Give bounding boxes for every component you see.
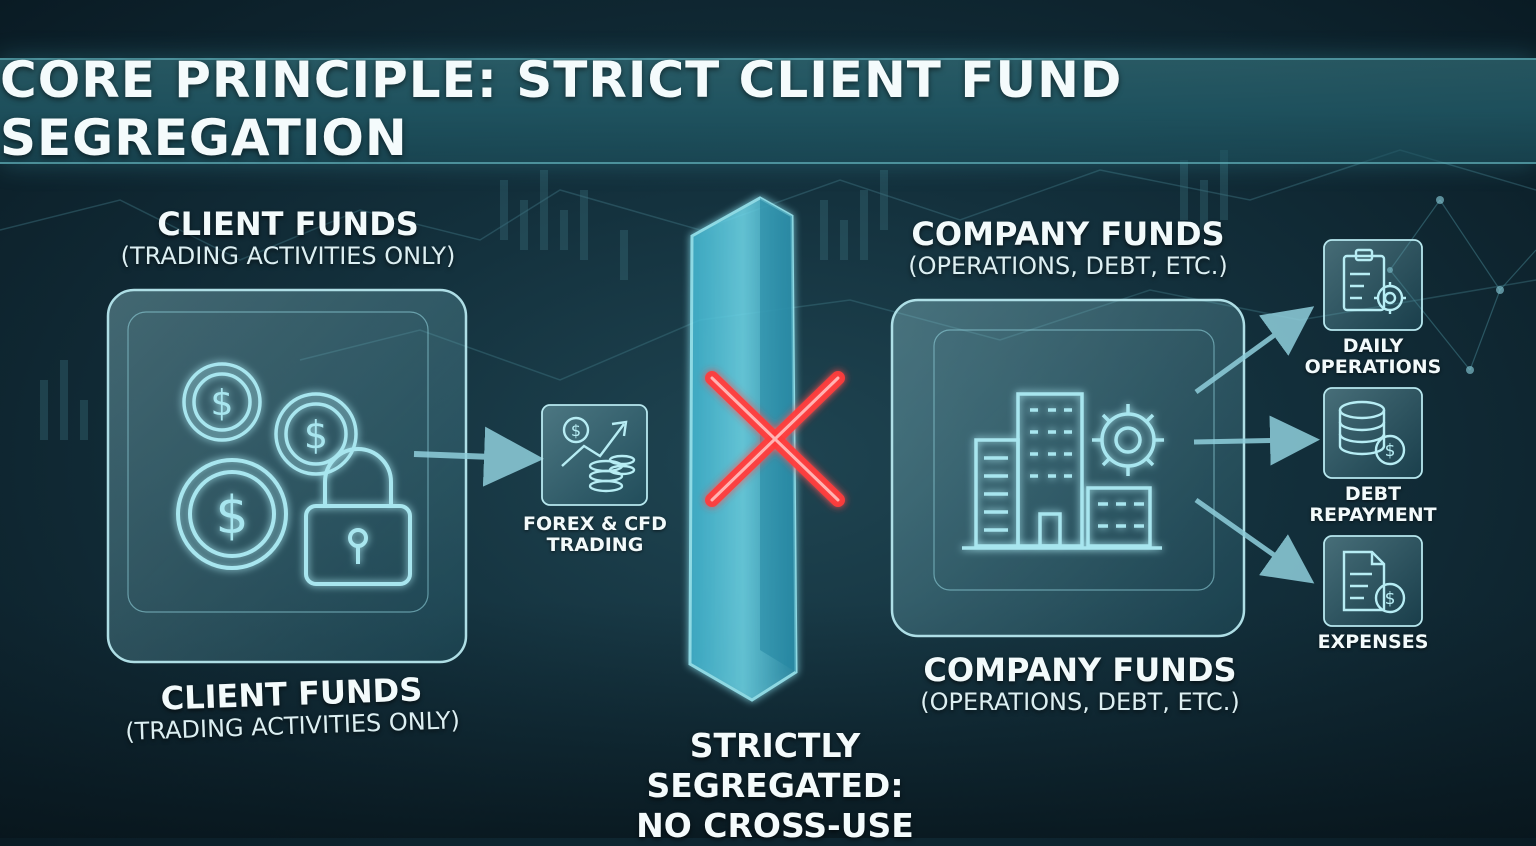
svg-text:$: $ bbox=[1385, 589, 1396, 609]
title-banner bbox=[0, 58, 1536, 164]
client-funds-box bbox=[106, 288, 468, 664]
coin-icon: $ bbox=[274, 392, 358, 476]
company-funds-bottom-title: COMPANY FUNDS bbox=[923, 651, 1237, 689]
svg-text:$: $ bbox=[215, 486, 248, 546]
page-title: CORE PRINCIPLE: STRICT CLIENT FUND SEGRE… bbox=[0, 51, 1123, 167]
trading-label-line1: FOREX & CFD bbox=[523, 513, 667, 535]
svg-text:$: $ bbox=[571, 421, 581, 440]
document-dollar-icon: $ bbox=[1342, 550, 1406, 614]
expenses-label-text: EXPENSES bbox=[1317, 631, 1429, 653]
svg-text:$: $ bbox=[211, 383, 234, 424]
segregation-note-line1: STRICTLY SEGREGATED: bbox=[646, 726, 904, 805]
forex-chart-icon: $ bbox=[561, 416, 636, 493]
client-funds-title: CLIENT FUNDS bbox=[157, 205, 419, 243]
debt-repayment-label-line1: DEBT bbox=[1344, 483, 1402, 505]
padlock-icon bbox=[304, 447, 412, 586]
no-cross-use-x-icon bbox=[705, 371, 845, 507]
trading-label: FOREX & CFD TRADING bbox=[520, 514, 670, 556]
coin-icon: $ bbox=[176, 458, 288, 570]
arrow-to-expenses bbox=[1194, 497, 1315, 584]
company-funds-heading: COMPANY FUNDS (OPERATIONS, DEBT, ETC.) bbox=[888, 216, 1248, 280]
arrow-to-daily-operations bbox=[1194, 306, 1315, 395]
expenses-icon-box bbox=[1323, 535, 1423, 627]
coin-icon: $ bbox=[182, 362, 262, 442]
clipboard-gear-icon bbox=[1342, 248, 1406, 314]
client-funds-subtitle: (TRADING ACTIVITIES ONLY) bbox=[120, 242, 456, 270]
segregation-note: STRICTLY SEGREGATED: NO CROSS-USE bbox=[560, 726, 990, 846]
arrow-to-debt-repayment bbox=[1193, 415, 1320, 466]
office-building-icon bbox=[962, 392, 1162, 550]
gear-icon bbox=[1092, 404, 1164, 476]
company-funds-title: COMPANY FUNDS bbox=[911, 215, 1225, 253]
company-funds-box bbox=[890, 298, 1246, 638]
svg-text:$: $ bbox=[1385, 441, 1396, 461]
daily-operations-label-line2: OPERATIONS bbox=[1304, 356, 1442, 378]
segregation-note-line2: NO CROSS-USE bbox=[636, 806, 914, 845]
expenses-label: EXPENSES bbox=[1298, 632, 1448, 653]
arrow-to-trading bbox=[413, 426, 544, 487]
svg-text:$: $ bbox=[304, 413, 328, 457]
company-funds-bottom-subtitle: (OPERATIONS, DEBT, ETC.) bbox=[920, 688, 1240, 716]
trading-label-line2: TRADING bbox=[546, 534, 644, 556]
client-funds-heading: CLIENT FUNDS (TRADING ACTIVITIES ONLY) bbox=[108, 206, 468, 270]
debt-repayment-label-line2: REPAYMENT bbox=[1309, 504, 1437, 526]
daily-operations-label-line1: DAILY bbox=[1342, 335, 1404, 357]
debt-repayment-label: DEBT REPAYMENT bbox=[1298, 484, 1448, 526]
company-funds-bottom-label: COMPANY FUNDS (OPERATIONS, DEBT, ETC.) bbox=[900, 652, 1260, 716]
debt-repayment-icon-box bbox=[1323, 387, 1423, 479]
company-funds-subtitle: (OPERATIONS, DEBT, ETC.) bbox=[908, 252, 1228, 280]
database-dollar-icon: $ bbox=[1338, 400, 1406, 466]
daily-operations-label: DAILY OPERATIONS bbox=[1298, 336, 1448, 378]
